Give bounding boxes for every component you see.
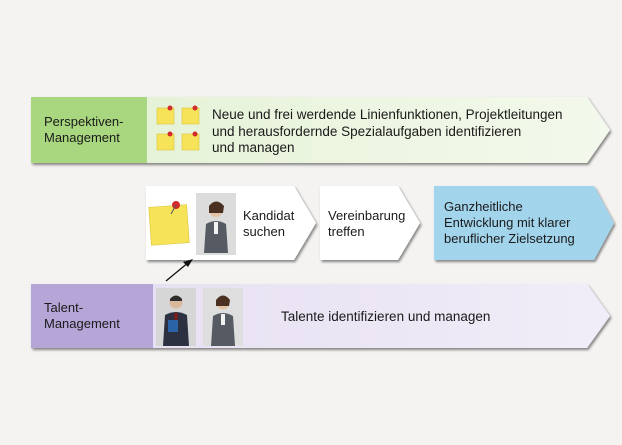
goal-text-line: Ganzheitliche (444, 199, 523, 214)
sticky-notes-group (156, 105, 200, 151)
step-text-line: treffen (328, 224, 365, 239)
businessman-icon (156, 288, 196, 346)
goal-arrow (434, 186, 614, 260)
step-kandidat-label: Kandidat suchen (243, 208, 294, 240)
perspektiven-label-line: Perspektiven- (44, 114, 124, 129)
sticky-note-icon (148, 201, 190, 246)
sticky-note-icon (156, 131, 175, 151)
goal-text-line: beruflicher Zielsetzung (444, 231, 575, 246)
perspektiven-text-line: und herausfordernde Spezialaufgaben iden… (212, 123, 522, 139)
perspektiven-management-row (31, 97, 610, 163)
talent-text: Talente identifizieren und managen (281, 309, 490, 325)
perspektiven-text: Neue und frei werdende Linienfunktionen,… (212, 107, 563, 157)
sticky-note-icon (156, 105, 175, 125)
talent-label-line: Management (44, 316, 120, 331)
businesswoman-icon (196, 193, 236, 255)
sticky-note-icon (181, 105, 200, 125)
talent-label-box (31, 284, 153, 348)
talent-label: Talent- Management (44, 300, 120, 332)
sticky-note-icon (181, 131, 200, 151)
goal-text-line: Entwicklung mit klarer (444, 215, 571, 230)
step-text-line: suchen (243, 224, 285, 239)
perspektiven-text-line: Neue und frei werdende Linienfunktionen,… (212, 107, 563, 122)
talent-text-line: Talente identifizieren und managen (281, 309, 491, 324)
step-text-line: Kandidat (243, 208, 295, 223)
goal-label: Ganzheitliche Entwicklung mit klarer ber… (444, 199, 575, 247)
talent-label-line: Talent- (44, 300, 84, 315)
perspektiven-label-line: Management (44, 130, 120, 145)
perspektiven-label: Perspektiven- Management (44, 114, 123, 146)
step-text-line: Vereinbarung (328, 208, 406, 223)
step-arrow-vereinbarung (320, 186, 420, 260)
perspektiven-arrow (31, 97, 610, 163)
connector-arrow (165, 259, 193, 282)
perspektiven-label-box (31, 97, 147, 163)
step-vereinbarung-label: Vereinbarung treffen (328, 208, 405, 240)
businesswoman-icon (203, 288, 243, 346)
perspektiven-text-line: und managen (212, 140, 295, 155)
